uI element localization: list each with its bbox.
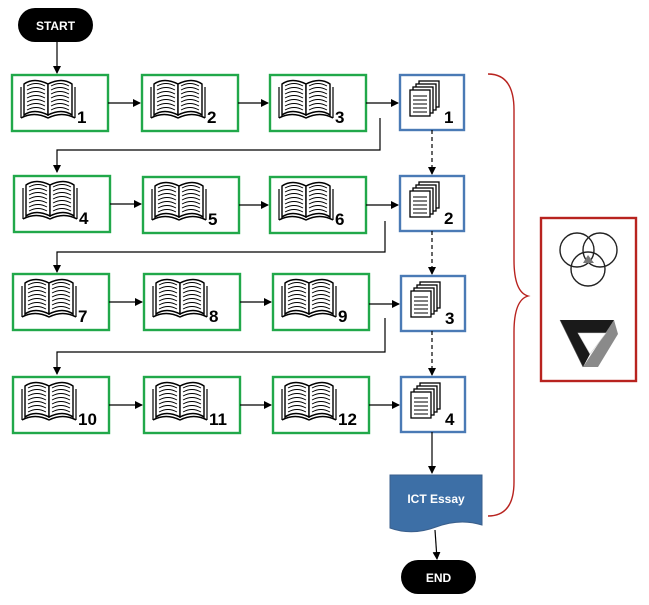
- tools-panel: [539, 216, 638, 383]
- book-number: 12: [338, 410, 357, 429]
- open-book-icon: [151, 181, 207, 221]
- document-box: [399, 274, 467, 333]
- open-book-icon: [150, 79, 206, 119]
- start-terminal: START: [18, 8, 93, 42]
- open-book-icon: [20, 79, 76, 119]
- essay-document: ICT Essay: [389, 474, 483, 533]
- book-number: 5: [208, 210, 217, 229]
- open-book-icon: [152, 278, 208, 318]
- book-number: 4: [79, 209, 89, 228]
- document-number: 1: [444, 108, 453, 127]
- book-number: 7: [78, 307, 87, 326]
- book-number: 6: [335, 210, 344, 229]
- document-number: 3: [445, 309, 454, 328]
- open-book-icon: [152, 381, 208, 421]
- open-book-icon: [281, 278, 337, 318]
- right-brace: [487, 73, 531, 517]
- book-number: 8: [209, 307, 218, 326]
- open-book-icon: [278, 181, 334, 221]
- connector-row2-row3: [53, 221, 386, 273]
- connector-essay-to-end: [432, 529, 441, 560]
- document-number: 4: [445, 410, 455, 429]
- connector-row3-row4: [53, 318, 386, 375]
- open-book-icon: [278, 79, 334, 119]
- open-book-icon: [22, 180, 78, 220]
- start-label: START: [36, 19, 76, 33]
- impossible-triangle-icon: [559, 319, 618, 368]
- book-box: [271, 272, 371, 332]
- document-number: 2: [444, 209, 453, 228]
- book-number: 2: [207, 108, 216, 127]
- document-stack-icon: [410, 281, 441, 318]
- open-book-icon: [281, 381, 337, 421]
- end-terminal: END: [401, 560, 476, 594]
- open-book-icon: [21, 278, 77, 318]
- book-number: 1: [77, 108, 86, 127]
- book-number: 3: [335, 108, 344, 127]
- document-stack-icon: [410, 382, 441, 419]
- row-2: 4 5 6 2: [12, 174, 466, 235]
- end-label: END: [426, 571, 452, 585]
- row-4: 10 11 12 4: [11, 375, 467, 435]
- document-box: [399, 375, 467, 434]
- connector-row1-row2: [53, 118, 381, 173]
- row-1: 1 2 3 1: [10, 73, 466, 133]
- venn-diagram-icon: [559, 232, 618, 287]
- document-stack-icon: [409, 181, 440, 218]
- book-number: 11: [209, 410, 227, 429]
- book-number: 10: [78, 410, 97, 429]
- book-number: 9: [338, 307, 347, 326]
- essay-label: ICT Essay: [407, 492, 465, 506]
- document-stack-icon: [409, 80, 440, 117]
- open-book-icon: [21, 381, 77, 421]
- row-3: 7 8 9 3: [11, 272, 467, 333]
